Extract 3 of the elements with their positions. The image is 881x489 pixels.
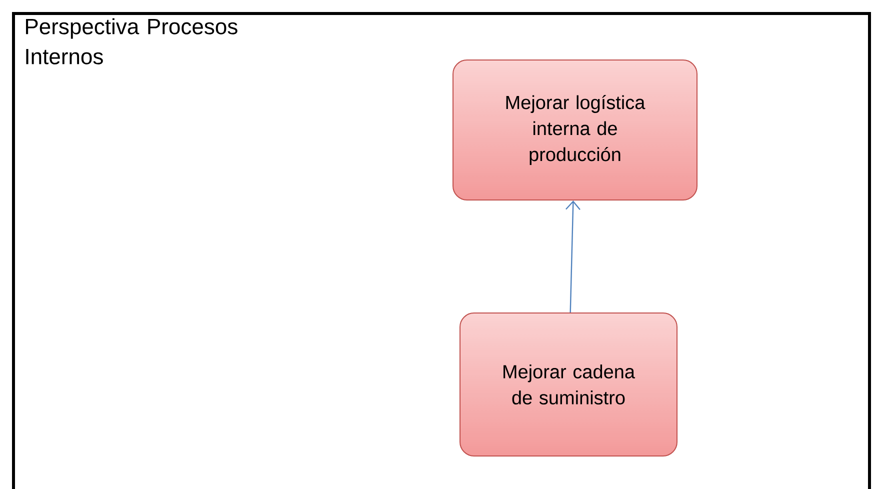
rounded-box: Mejorar logística interna de producción [452,60,698,200]
rounded-box: Mejorar cadena de suministro [460,312,678,456]
arrow [566,200,580,312]
